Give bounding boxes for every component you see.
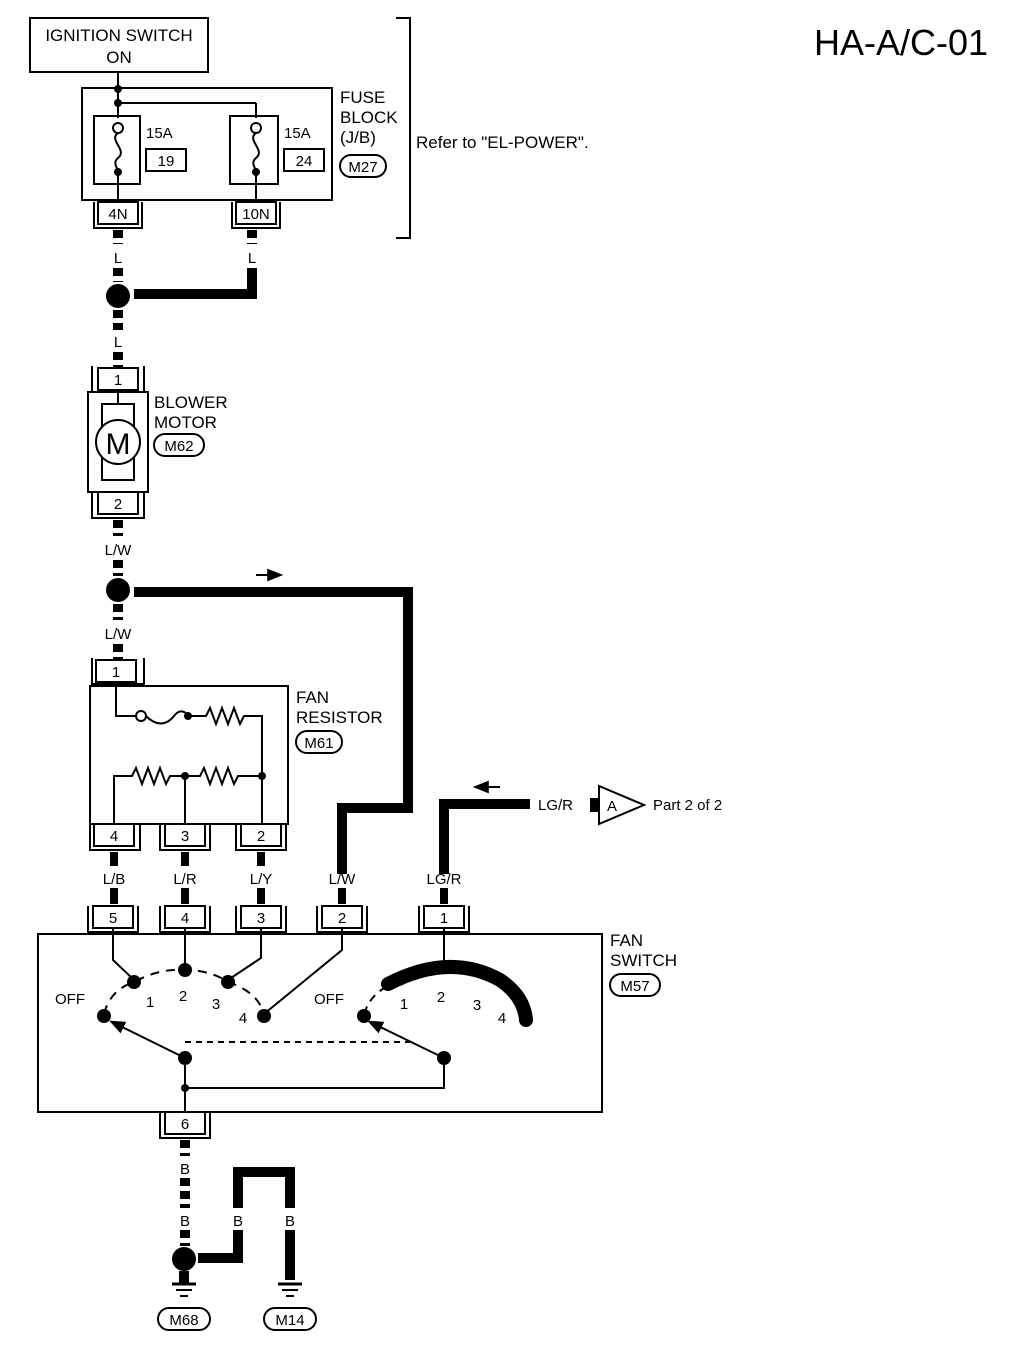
blower-motor: 1 M 2 BLOWER MOTOR M62 (87, 366, 228, 519)
ground-connector-m14: M14 (275, 1312, 304, 1329)
wire-label-to-resistor: L/W (105, 626, 133, 643)
splice-ground (172, 1247, 196, 1271)
resistor-pin-2: 2 (257, 828, 265, 845)
ground-icon (278, 1282, 302, 1297)
link-text: Part 2 of 2 (653, 797, 722, 814)
fan-resistor: 1 4 3 2 FAN RESISTOR M61 (89, 658, 383, 851)
wire-label-sw2: L/W (329, 871, 357, 888)
right-pos-2: 2 (437, 989, 445, 1006)
fuse-24-number: 24 (296, 153, 313, 170)
fuse-block-line1: FUSE (340, 88, 385, 107)
ignition-label-line2: ON (106, 48, 132, 67)
ground-harness: B B B B M68 M14 (157, 1140, 317, 1331)
left-pos-off: OFF (55, 991, 85, 1008)
wire-harness-upper: L L L (106, 230, 257, 368)
wire-label-link: LG/R (538, 797, 573, 814)
switch-pin-3: 3 (257, 910, 265, 927)
wire-label-to-motor: L (114, 334, 122, 351)
switch-pin-5: 5 (109, 910, 117, 927)
fan-switch-line1: FAN (610, 931, 643, 950)
left-pos-4: 4 (239, 1010, 247, 1027)
fuse-block-line3: (J/B) (340, 128, 376, 147)
splice-upper (106, 284, 130, 308)
wire-harness-middle: L/W L/W (105, 520, 413, 874)
left-pos-3: 3 (212, 996, 220, 1013)
wire-label-fuse2: L (248, 250, 256, 267)
right-pos-1: 1 (400, 996, 408, 1013)
fan-resistor-connector: M61 (304, 735, 333, 752)
right-pos-4: 4 (498, 1010, 506, 1027)
fuse-24: 15A 24 (229, 115, 325, 202)
terminal-4n-label: 4N (108, 206, 127, 223)
blower-motor-line2: MOTOR (154, 413, 217, 432)
fuse-24-rating: 15A (284, 125, 311, 142)
ground-icon (172, 1282, 196, 1297)
resistor-pin-3: 3 (181, 828, 189, 845)
wire-label-gnd3: B (233, 1213, 243, 1230)
motor-pin-top: 1 (114, 372, 122, 389)
wire-label-gnd1: B (180, 1161, 190, 1178)
fan-switch: 5 4 3 2 1 OFF 1 2 3 4 OFF 1 (37, 905, 677, 1139)
switch-pin-1: 1 (440, 910, 448, 927)
left-pos-2: 2 (179, 988, 187, 1005)
splice-middle (106, 578, 130, 602)
wire-label-gnd4: B (285, 1213, 295, 1230)
blower-motor-line1: BLOWER (154, 393, 228, 412)
terminal-4n: 4N (93, 201, 143, 229)
resistor-pin-top: 1 (112, 664, 120, 681)
wire-harness-lower: L/B L/R L/Y L/W LG/R LG/R A Part 2 of 2 (103, 780, 722, 904)
fuse-19: 15A 19 (93, 115, 187, 202)
switch-pin-2: 2 (338, 910, 346, 927)
fuse-block-connector: M27 (348, 159, 377, 176)
terminal-10n: 10N (231, 201, 281, 229)
fan-resistor-line1: FAN (296, 688, 329, 707)
fan-resistor-line2: RESISTOR (296, 708, 383, 727)
wire-label-motor-out: L/W (105, 542, 133, 559)
wire-label-sw1: LG/R (426, 871, 461, 888)
fuse-19-rating: 15A (146, 125, 173, 142)
wire-label-gnd2: B (180, 1213, 190, 1230)
page-code: HA-A/C-01 (814, 22, 988, 63)
link-connector-a (598, 784, 647, 826)
fuse-block-line2: BLOCK (340, 108, 398, 127)
terminal-10n-label: 10N (242, 206, 270, 223)
switch-pin-4: 4 (181, 910, 189, 927)
motor-symbol: M (106, 428, 131, 461)
fan-switch-line2: SWITCH (610, 951, 677, 970)
wire-label-res3: L/R (173, 871, 197, 888)
fuse-block-refer: Refer to "EL-POWER". (416, 133, 589, 152)
blower-motor-connector: M62 (164, 438, 193, 455)
right-pos-off: OFF (314, 991, 344, 1008)
wire-label-fuse1: L (114, 250, 122, 267)
fuse-block: 15A 19 15A 24 4N 10N FUSE BLOCK (J/B (81, 17, 589, 239)
wire-label-res2: L/Y (250, 871, 273, 888)
switch-pin-6: 6 (181, 1116, 189, 1133)
ignition-label-line1: IGNITION SWITCH (45, 26, 192, 45)
resistor-pin-4: 4 (110, 828, 118, 845)
fan-switch-connector: M57 (620, 978, 649, 995)
motor-pin-bottom: 2 (114, 496, 122, 513)
right-pos-3: 3 (473, 997, 481, 1014)
link-connector-label: A (607, 798, 617, 815)
wire-label-res4: L/B (103, 871, 126, 888)
left-pos-1: 1 (146, 994, 154, 1011)
ground-connector-m68: M68 (169, 1312, 198, 1329)
fuse-19-number: 19 (158, 153, 175, 170)
ignition-switch: IGNITION SWITCH ON (29, 17, 209, 73)
